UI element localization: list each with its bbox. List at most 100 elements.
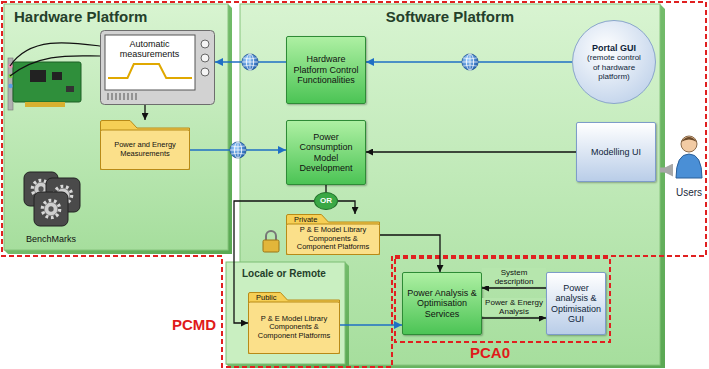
lock-shackle [266,231,276,240]
node-label: Power Consumption Model Development [290,132,362,173]
panel-depth [240,4,665,368]
process-box: Hardware Platform Control Functionalitie… [286,36,366,104]
scope-vent [128,93,129,100]
folder-front [249,302,340,354]
scope-body [101,31,215,105]
folder-back [249,293,340,354]
connector-arrow [340,324,402,326]
region-label: PCMD [172,316,216,333]
benchmarks-icon: BenchMarks [12,168,90,246]
card-fingers [25,102,65,107]
connector-arrow [482,317,546,318]
measurement-folder: Power and Energy Measurements [100,120,190,170]
folder-tab-label: Private [289,215,320,224]
or-circle: OR [314,192,338,210]
folder-front [287,224,380,255]
audio-jack [8,84,12,88]
node-label: Users [676,187,702,199]
scope-vent [132,93,133,100]
connector-arrow [325,185,326,192]
person-head [681,136,697,152]
locale-panel-face [226,262,345,364]
card-chip [52,72,62,80]
library-folder: PublicP & E Model Library Components & C… [248,292,340,354]
scope-knob [201,40,209,48]
person-hair [681,137,697,142]
scope-vent [136,93,137,100]
network-globe [462,54,478,70]
connector-arrow [338,201,355,214]
card-chip [66,86,74,92]
benchmark-tile [34,192,68,226]
panel-depth [4,4,232,254]
ui-box: Modelling UI [576,122,656,182]
locale-panel: Locale or RemotePublicP & E Model Librar… [226,262,345,364]
connector-arrow [144,105,145,120]
scope-waveform [108,64,192,78]
card-chip [30,70,46,82]
edge-label: Power & Energy Analysis [482,298,546,316]
folder-tab-label: Public [251,293,279,302]
hardware-panel-face [4,4,228,250]
region-label: PCA0 [470,344,510,361]
hardware-panel: Hardware PlatformAutomatic measurementsP… [4,4,228,250]
node-label: BenchMarks [26,234,76,244]
node-label: Hardware Platform Control Functionalitie… [290,54,362,85]
scope-vent [124,93,125,100]
node-label: Automatic measurements [108,39,191,60]
card-board [13,62,81,102]
scope-screen [105,35,195,90]
connector-arrow [366,151,576,152]
node-label: P & E Model Library Components & Compone… [251,302,337,351]
library-folder: PrivateP & E Model Library Components & … [286,214,380,255]
network-globe [230,142,246,158]
node-label: P & E Model Library Components & Compone… [289,224,377,252]
scope-vent [112,93,113,100]
gear-symbol [43,201,60,218]
panel-title: Software Platform [240,4,660,25]
panel-title: Hardware Platform [4,4,228,25]
node-label: Power and Energy Measurements [103,131,187,167]
network-globe [242,54,258,70]
panel-depth [226,262,349,368]
oscilloscope: Automatic measurements [100,30,215,105]
panel-title: Locale or Remote [226,262,345,280]
node-label: Power Analysis & Optimisation Services [406,288,478,319]
scope-vent [116,93,117,100]
edge-label: System description [482,268,546,286]
process-box: Power Analysis & Optimisation Services [402,272,482,335]
folder-back [287,215,380,255]
software-panel-face [240,4,660,365]
pca0-boundary [395,258,610,342]
ui-box: Power analysis & Optimisation GUI [546,272,606,335]
node-label: Power analysis & Optimisation GUI [550,283,602,324]
connector-arrow [380,235,440,272]
process-box: Power Consumption Model Development [286,120,366,185]
users-actor: Users [672,128,706,200]
connector-arrow [660,168,672,173]
person-body [676,154,702,178]
portal-circle: Portal GUI(remote control of hardware pl… [572,20,656,104]
scope-vent [120,93,121,100]
node-label: OR [320,196,332,205]
probe-wire [10,43,100,66]
node-label: Portal GUI [592,43,636,53]
lock-body [263,240,279,252]
software-panel: Software PlatformHardware Platform Contr… [240,4,660,365]
node-label: Modelling UI [591,147,641,157]
scope-knob [201,68,209,76]
folder-front [101,130,190,170]
folder-back [101,121,190,170]
lock-icon [263,231,279,252]
sound-card [8,58,81,110]
probe-wire [10,56,100,76]
scope-vent [108,93,109,100]
connector-arrow [482,287,546,288]
scope-knob [201,54,209,62]
node-label: (remote control of hardware platform) [583,53,645,81]
